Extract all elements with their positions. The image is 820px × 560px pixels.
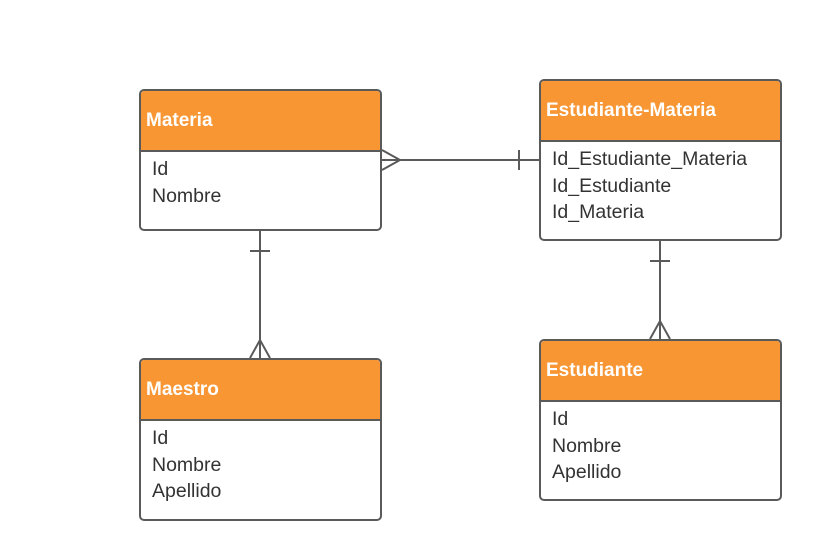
entity-attributes: Id Nombre Apellido: [541, 402, 780, 486]
entity-title: Estudiante: [546, 359, 644, 381]
entity-header: Estudiante-Materia: [541, 81, 780, 142]
attribute-apellido: Apellido: [152, 480, 222, 502]
entity-attributes: Id Nombre Apellido: [141, 421, 380, 505]
attribute-nombre: Nombre: [552, 434, 622, 457]
entity-header: Estudiante: [541, 341, 780, 402]
entity-maestro[interactable]: Maestro Id Nombre Apellido: [139, 358, 382, 521]
entity-estudiante-materia[interactable]: Estudiante-Materia Id_Estudiante_Materia…: [539, 79, 782, 241]
entity-estudiante[interactable]: Estudiante Id Nombre Apellido: [539, 339, 782, 501]
connector-materia-maestro: [249, 231, 271, 359]
connector-estudiante-materia-estudiante: [649, 241, 671, 340]
entity-title: Materia: [146, 109, 213, 131]
crowfoot-many-marker: [649, 318, 671, 340]
attribute-id: Id: [152, 158, 169, 180]
entity-attributes: Id_Estudiante_Materia Id_Estudiante Id_M…: [541, 142, 780, 226]
attribute-nombre: Nombre: [152, 184, 222, 207]
attribute-apellido: Apellido: [552, 461, 622, 483]
entity-title: Estudiante-Materia: [546, 99, 716, 121]
attribute-id: Id: [152, 427, 169, 449]
entity-header: Maestro: [141, 360, 380, 421]
attribute-id-materia: Id_Materia: [552, 201, 645, 223]
entity-materia[interactable]: Materia Id Nombre: [139, 89, 382, 231]
attribute-id-estudiante-materia: Id_Estudiante_Materia: [552, 148, 748, 170]
entity-attributes: Id Nombre: [141, 152, 380, 209]
crowfoot-many-marker: [381, 149, 403, 171]
attribute-id-estudiante: Id_Estudiante: [552, 174, 672, 197]
entity-header: Materia: [141, 91, 380, 152]
attribute-id: Id: [552, 408, 569, 430]
crowfoot-many-marker: [249, 337, 271, 359]
entity-title: Maestro: [146, 378, 219, 400]
attribute-nombre: Nombre: [152, 453, 222, 476]
connector-materia-estudiante-materia: [381, 149, 539, 171]
